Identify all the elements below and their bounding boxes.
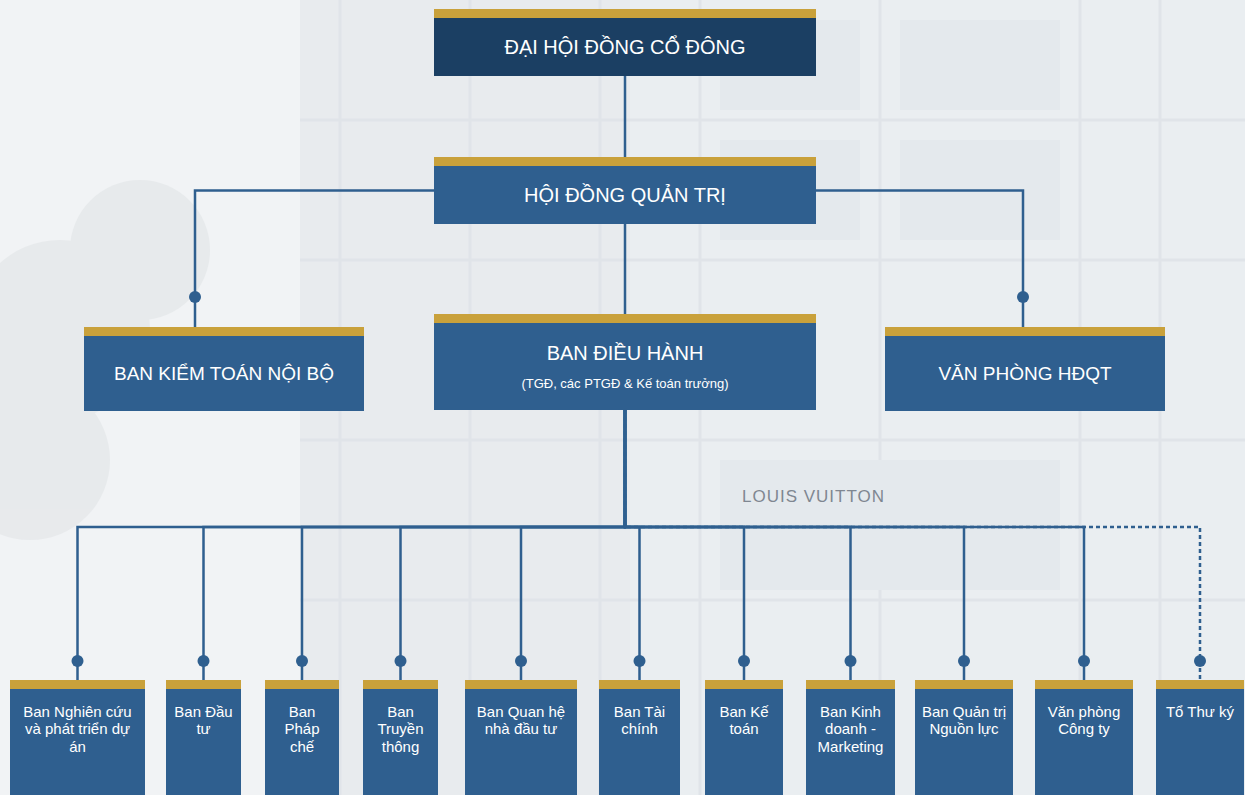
- org-connector: [625, 410, 964, 680]
- department-box: Ban Quan hệ nhà đầu tư: [465, 680, 577, 795]
- org-connector: [625, 410, 1200, 680]
- org-connector: [521, 410, 625, 680]
- box-title: Tổ Thư ký: [1166, 703, 1234, 720]
- org-connector: [204, 410, 626, 680]
- box-title: Ban Truyền thông: [369, 703, 432, 755]
- connector-dot: [198, 655, 210, 667]
- box-title: ĐẠI HỘI ĐỒNG CỔ ĐÔNG: [504, 36, 745, 59]
- box-title: BAN ĐIỀU HÀNH: [547, 342, 704, 365]
- connector-dot: [845, 655, 857, 667]
- org-connector: [625, 410, 744, 680]
- department-box: Ban Truyền thông: [363, 680, 438, 795]
- box-title: Văn phòng Công ty: [1041, 703, 1127, 738]
- connector-dot: [515, 655, 527, 667]
- box-title: Ban Kế toán: [711, 703, 777, 738]
- connector-dot: [1017, 291, 1029, 303]
- org-connector: [302, 410, 625, 680]
- department-box: Ban Kế toán: [705, 680, 783, 795]
- box-title: BAN KIỂM TOÁN NỘI BỘ: [114, 363, 334, 385]
- org-connector: [625, 410, 1084, 680]
- governance-box: ĐẠI HỘI ĐỒNG CỔ ĐÔNG: [434, 9, 816, 76]
- watermark-text: LOUIS VUITTON: [742, 487, 885, 507]
- department-box: Tổ Thư ký: [1156, 680, 1244, 795]
- connector-dot: [738, 655, 750, 667]
- org-connector: [625, 410, 851, 680]
- department-box: Ban Quản trị Nguồn lực: [915, 680, 1013, 795]
- org-connector: [401, 410, 626, 680]
- department-box: Văn phòng Công ty: [1035, 680, 1133, 795]
- box-title: HỘI ĐỒNG QUẢN TRỊ: [524, 184, 726, 207]
- box-title: Ban Quản trị Nguồn lực: [921, 703, 1007, 738]
- box-title: Ban Nghiên cứu và phát triển dự án: [16, 703, 139, 755]
- box-title: Ban Pháp chế: [271, 703, 333, 755]
- connector-dot: [296, 655, 308, 667]
- department-box: Ban Kinh doanh - Marketing: [806, 680, 895, 795]
- governance-box: BAN ĐIỀU HÀNH (TGĐ, các PTGĐ & Kế toán tr…: [434, 314, 816, 410]
- box-title: Ban Đầu tư: [172, 703, 235, 738]
- governance-box: VĂN PHÒNG HĐQT: [885, 327, 1165, 411]
- org-connector: [195, 191, 434, 328]
- department-box: Ban Pháp chế: [265, 680, 339, 795]
- department-box: Ban Đầu tư: [166, 680, 241, 795]
- connector-dot: [634, 655, 646, 667]
- box-subtitle: (TGĐ, các PTGĐ & Kế toán trưởng): [521, 377, 728, 392]
- governance-box: HỘI ĐỒNG QUẢN TRỊ: [434, 157, 816, 224]
- connector-dot: [72, 655, 84, 667]
- box-title: Ban Quan hệ nhà đầu tư: [471, 703, 571, 738]
- box-title: Ban Tài chính: [605, 703, 674, 738]
- department-box: Ban Nghiên cứu và phát triển dự án: [10, 680, 145, 795]
- connector-dot: [1194, 655, 1206, 667]
- box-title: VĂN PHÒNG HĐQT: [938, 363, 1111, 385]
- connector-dot: [395, 655, 407, 667]
- connector-dot: [1078, 655, 1090, 667]
- connector-dot: [189, 291, 201, 303]
- governance-box: BAN KIỂM TOÁN NỘI BỘ: [84, 327, 364, 411]
- connector-dot: [958, 655, 970, 667]
- org-connector: [624, 224, 627, 314]
- box-title: Ban Kinh doanh - Marketing: [812, 703, 889, 755]
- department-box: Ban Tài chính: [599, 680, 680, 795]
- org-connector: [625, 410, 640, 680]
- org-connector: [624, 76, 627, 157]
- org-connector: [78, 410, 626, 680]
- org-connector: [816, 191, 1023, 328]
